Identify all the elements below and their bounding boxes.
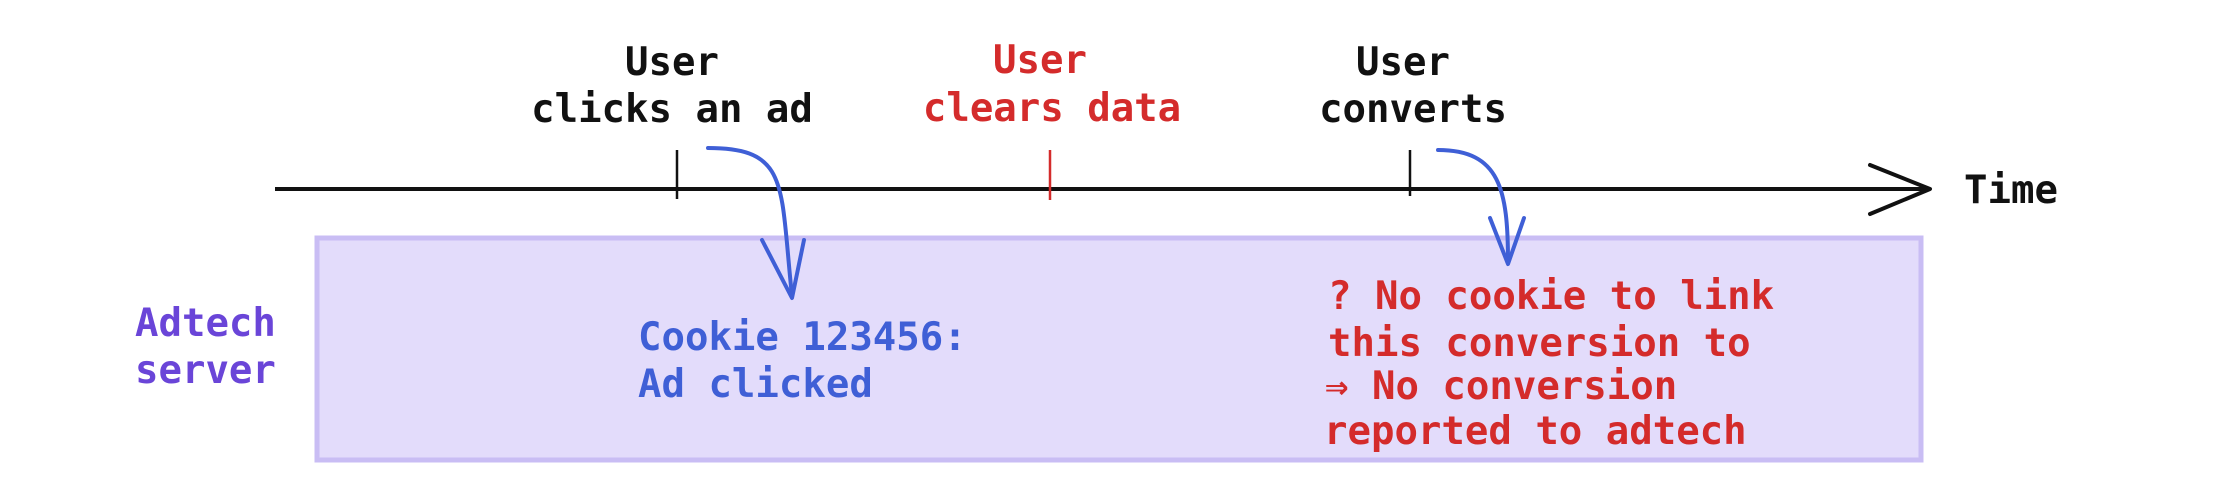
event-convert-label: User converts [1319,40,1507,132]
adtech-server-label: Adtech server [135,301,276,393]
event-clear-line-2: clears data [923,86,1181,131]
convert-arrowhead [1488,216,1526,266]
event-click-line-2: clicks an ad [531,87,813,132]
server-label-line-1: Adtech [135,301,276,346]
cookie-click-record: Cookie 123456: Ad clicked [638,315,967,407]
no-conversion-note: ? No cookie to link this conversion to ⇒… [1324,274,1774,454]
adtech-server-panel [314,235,1924,463]
click-arrowhead [760,238,806,300]
event-clear-label: User clears data [923,38,1181,131]
event-click-line-1: User [625,40,719,85]
event-click-label: User clicks an ad [531,40,813,132]
event-convert-line-2: converts [1319,87,1507,132]
cookie-record-line-1: Cookie 123456: [638,315,967,360]
time-axis-label: Time [1964,168,2058,213]
conversion-note-line-1: ? No cookie to link [1328,274,1774,319]
convert-to-server-arrow [1436,148,1510,264]
event-clear-line-1: User [993,38,1087,83]
cookie-record-line-2: Ad clicked [638,362,873,407]
timeline-arrowhead [1868,163,1932,216]
conversion-note-line-3: ⇒ No conversion [1325,364,1677,409]
click-to-server-arrow [706,146,794,298]
conversion-note-line-4: reported to adtech [1324,409,1747,454]
server-label-line-2: server [135,348,276,393]
conversion-note-line-2: this conversion to [1328,321,1751,366]
event-convert-line-1: User [1356,40,1450,85]
